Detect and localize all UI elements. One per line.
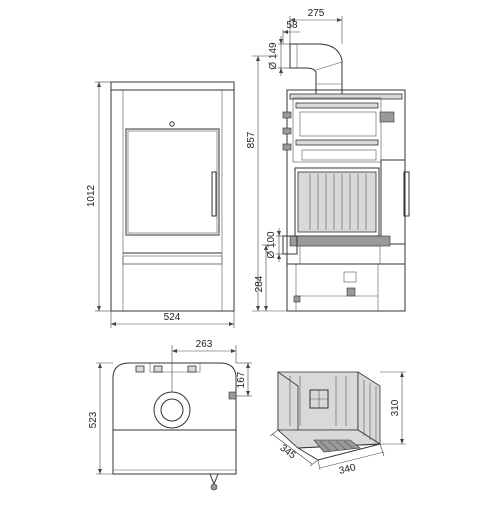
firebox-liner	[309, 174, 367, 230]
plan-offset-dimension: 167	[236, 362, 252, 397]
flue-offset-label: 58	[286, 20, 298, 31]
grate-bars	[319, 440, 355, 452]
plan-offset-label: 167	[236, 371, 247, 388]
front-width-dimension: 524	[110, 311, 235, 328]
plan-width-dimension: 263	[171, 339, 237, 392]
front-width-label: 524	[164, 312, 181, 323]
front-height-label: 1012	[86, 184, 97, 207]
rear-height-label: 284	[254, 275, 265, 292]
plan-width-label: 263	[196, 339, 213, 350]
rear-height-dimension: 284	[254, 244, 276, 311]
plan-depth-label: 523	[88, 411, 99, 428]
insert-height-dimension: 310	[380, 371, 406, 445]
plan-depth-dimension: 523	[88, 362, 113, 475]
plan-view	[112, 362, 237, 491]
top-offset-label: 275	[308, 8, 325, 19]
insert-height-label: 310	[390, 399, 401, 416]
front-view	[110, 81, 235, 312]
insert-width-dimension: 340	[317, 443, 385, 477]
insert-iso-view	[276, 371, 382, 461]
flue-height-dimension: 857	[246, 55, 287, 312]
side-view	[282, 43, 410, 312]
insert-ribs	[289, 376, 377, 442]
top-offset-dimension: 275	[289, 8, 343, 44]
flue-offset-dimension: 58	[282, 20, 300, 44]
flue-height-label: 857	[246, 131, 257, 148]
insert-width-label: 340	[338, 462, 357, 477]
front-height-dimension: 1012	[86, 81, 111, 312]
